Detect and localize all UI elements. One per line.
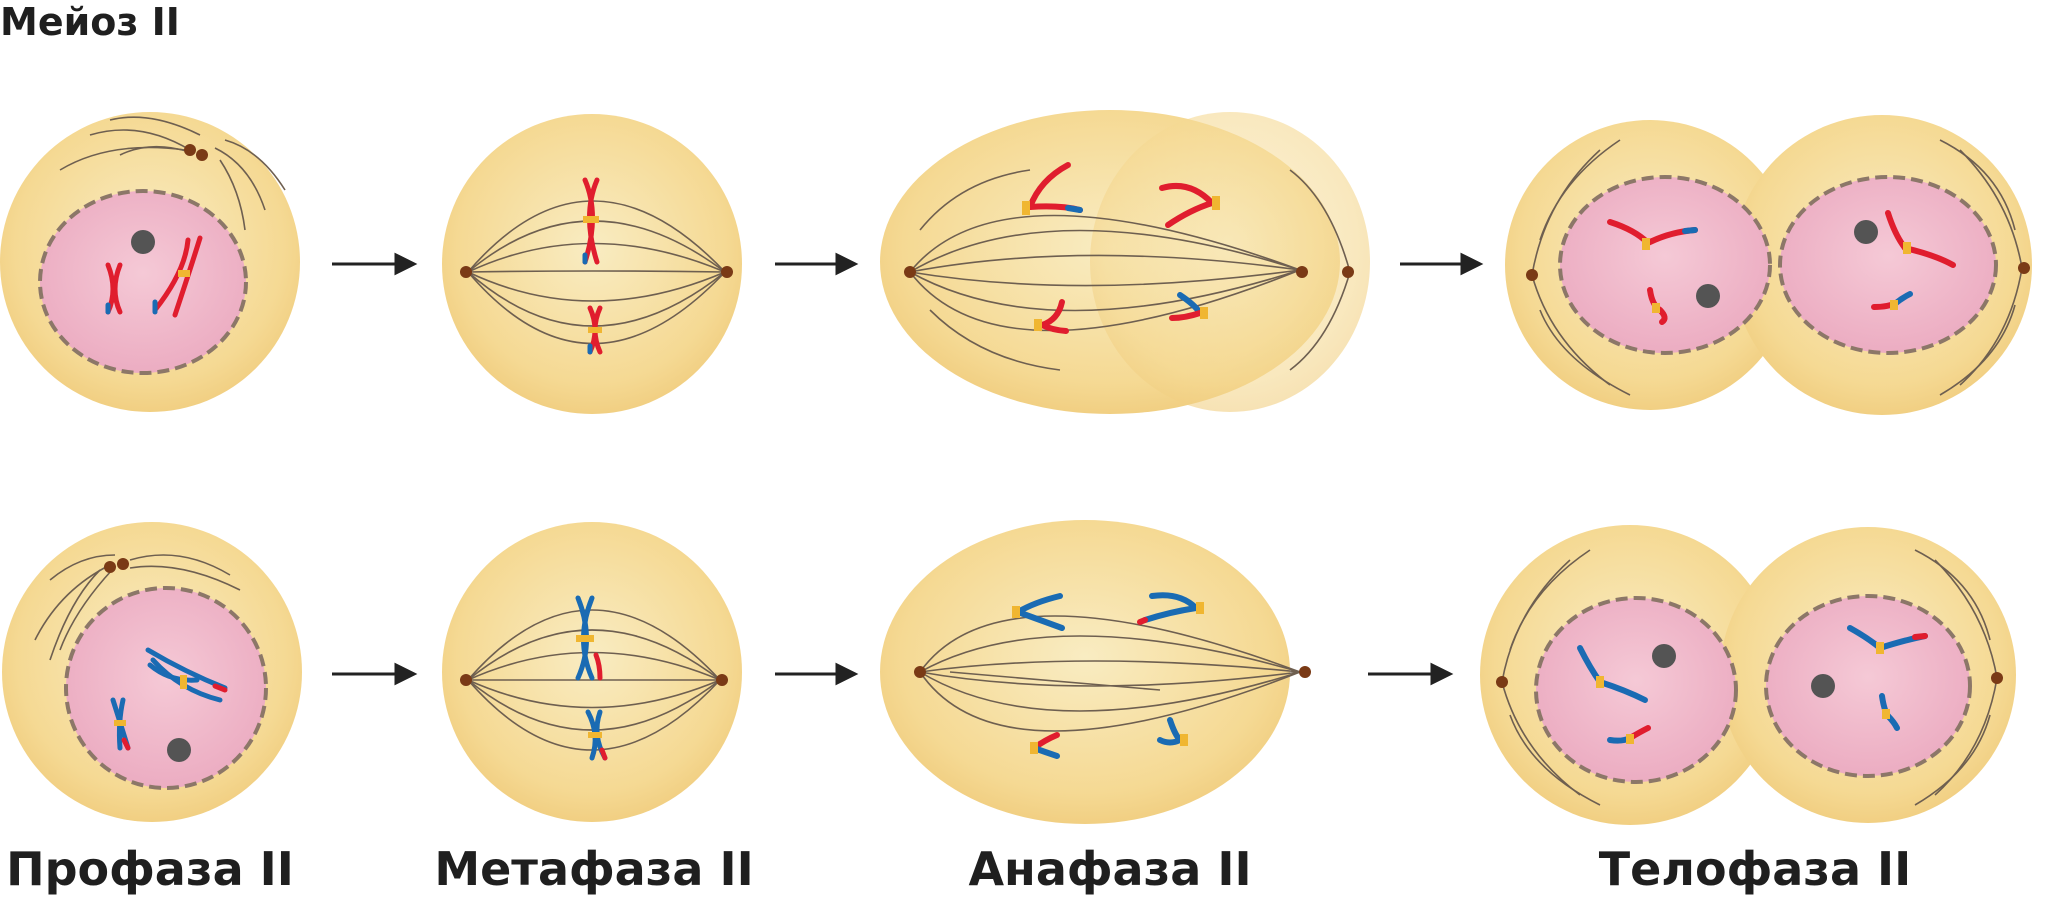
chromatid — [1027, 162, 1083, 213]
nucleus — [1534, 596, 1738, 784]
centriole — [184, 144, 196, 156]
spindle-fibers — [1531, 139, 2023, 396]
arrow — [1400, 252, 1484, 276]
nucleolus — [167, 738, 191, 762]
centromere — [1212, 196, 1220, 210]
centriole — [460, 266, 472, 278]
spindle-fibers — [1501, 549, 1998, 806]
centromere — [1034, 319, 1042, 331]
anaphase-cell-top — [880, 110, 1370, 414]
chromatid — [1159, 182, 1215, 228]
centromere — [1180, 734, 1188, 746]
chromatid — [1039, 299, 1069, 334]
centromere — [576, 635, 594, 642]
spindle-fibers — [467, 609, 721, 751]
centromere — [1200, 307, 1208, 319]
centriole — [914, 666, 926, 678]
nucleus — [64, 586, 268, 790]
arrow — [775, 252, 859, 276]
cytoplasm — [442, 114, 742, 414]
nucleus — [1558, 175, 1772, 355]
centriole — [1496, 676, 1508, 688]
centromere — [1890, 300, 1898, 310]
centromere — [588, 327, 602, 333]
anaphase-cell-bottom — [880, 520, 1311, 824]
arrow — [332, 662, 418, 686]
centromere — [114, 720, 126, 726]
chromatid — [1169, 292, 1203, 321]
metaphase-cell-top — [442, 114, 742, 414]
centriole — [1526, 269, 1538, 281]
diagram-title: Мейоз II — [0, 0, 180, 44]
nucleolus — [131, 230, 155, 254]
chromatid — [1015, 593, 1065, 631]
centriole — [104, 561, 116, 573]
stage-label-metaphase: Метафаза II — [434, 842, 754, 896]
centromere — [1596, 676, 1604, 688]
chromosome — [105, 262, 123, 315]
centriole — [716, 674, 728, 686]
centromere — [1196, 602, 1204, 614]
centromere — [1030, 742, 1038, 754]
centromere — [1876, 642, 1884, 654]
spindle-fibers — [909, 169, 1351, 371]
spindle-fibers — [34, 554, 241, 661]
centriole — [721, 266, 733, 278]
centromere — [1022, 201, 1030, 215]
nucleus — [38, 189, 248, 375]
nucleus — [1778, 175, 1998, 355]
centriole — [117, 558, 129, 570]
centriole — [1299, 666, 1311, 678]
nucleus — [1764, 594, 1972, 778]
chromatid — [1157, 717, 1183, 746]
centriole — [1342, 266, 1354, 278]
centriole — [1991, 672, 2003, 684]
telophase-cell-top — [1505, 115, 2032, 415]
centriole — [196, 149, 208, 161]
chromatid — [1137, 592, 1199, 625]
centromere — [588, 732, 602, 738]
centromere — [1882, 709, 1890, 719]
metaphase-cell-bottom — [442, 522, 742, 822]
nucleolus — [1696, 284, 1720, 308]
spindle-fibers — [919, 615, 1301, 732]
prophase-cell-top — [0, 112, 300, 412]
arrow — [332, 252, 418, 276]
nucleolus — [1854, 220, 1878, 244]
centromere — [1012, 606, 1020, 618]
centromere — [1652, 303, 1660, 313]
prophase-cell-bottom — [2, 522, 302, 822]
spindle-fibers — [59, 116, 286, 231]
cytoplasm — [880, 520, 1290, 824]
centromere — [583, 216, 599, 223]
arrow — [1368, 662, 1454, 686]
centromere — [1642, 238, 1650, 250]
centriole — [460, 674, 472, 686]
centriole — [1296, 266, 1308, 278]
nucleolus — [1652, 644, 1676, 668]
nucleolus — [1811, 674, 1835, 698]
centromere — [1903, 242, 1911, 254]
stage-label-prophase: Профаза II — [6, 842, 294, 896]
arrow — [775, 662, 859, 686]
centriole — [2018, 262, 2030, 274]
centriole — [904, 266, 916, 278]
stage-label-anaphase: Анафаза II — [968, 842, 1252, 896]
centromere — [180, 675, 187, 689]
stage-label-telophase: Телофаза II — [1598, 842, 1912, 896]
centromere — [178, 270, 190, 277]
telophase-cell-bottom — [1480, 525, 2016, 825]
centromere — [1626, 734, 1634, 744]
